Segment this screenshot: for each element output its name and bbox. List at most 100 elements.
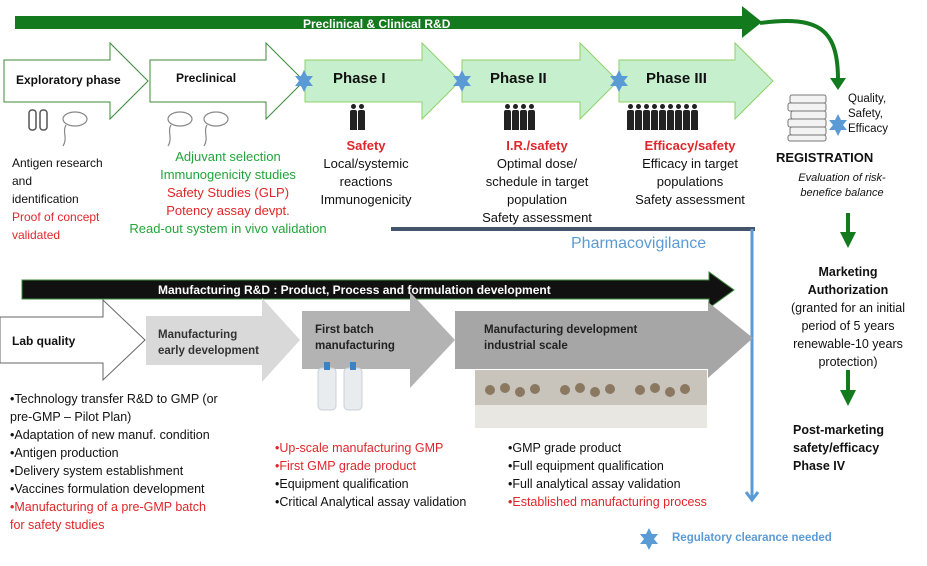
list-item: •GMP grade product [508, 441, 622, 455]
arrow-lab-quality [0, 298, 146, 382]
list-item: •Equipment qualification [275, 477, 409, 491]
person-icon [643, 104, 650, 130]
phase-label-phase-3: Phase III [646, 70, 707, 87]
mouse-icon [203, 111, 229, 147]
exploratory-line: Antigen research [12, 156, 103, 170]
list-item: pre-GMP – Pilot Plan) [10, 410, 132, 424]
phase-2-description: I.R./safety Optimal dose/ schedule in ta… [470, 137, 604, 227]
phase-3-line: Safety assessment [635, 192, 745, 207]
curve-arrow-to-registration [759, 18, 840, 81]
list-item: •Adaptation of new manuf. condition [10, 428, 210, 442]
phase-label-phase-2: Phase II [490, 70, 547, 87]
star-icon [295, 70, 313, 92]
legend-star-icon [640, 528, 658, 550]
person-icon [520, 104, 527, 130]
arrow-preclinical [149, 41, 305, 121]
arrow-manufacturing-early [146, 298, 300, 382]
registration-subtitle-line: benefice balance [800, 187, 884, 199]
person-icon [651, 104, 658, 130]
post-marketing-line: safety/efficacy [793, 441, 880, 455]
phase-2-line: schedule in target [485, 174, 589, 189]
star-icon [453, 70, 471, 92]
phase-1-line: reactions [339, 174, 393, 189]
phase-1-line: Local/systemic [323, 156, 409, 171]
people-icon-group-phase-1 [350, 104, 365, 130]
preclinical-clinical-banner-arrow [15, 6, 762, 38]
list-item: •Established manufacturing process [508, 495, 707, 509]
person-icon [683, 104, 690, 130]
down-arrow-to-post-marketing [840, 370, 856, 406]
post-marketing-line: Post-marketing [793, 423, 884, 437]
marketing-detail-line: period of 5 years [801, 319, 895, 333]
list-item: for safety studies [10, 518, 105, 532]
vials-image [317, 362, 363, 411]
preclinical-line: Read-out system in vivo validation [129, 221, 327, 236]
first-batch-list: •Up-scale manufacturing GMP •First GMP g… [275, 439, 466, 511]
phase-3-line: Efficacy in target [642, 156, 738, 171]
stage-label-line: industrial scale [484, 340, 568, 352]
person-icon [627, 104, 634, 130]
manufacturing-banner-arrow [21, 271, 735, 309]
pharmacovigilance-label: Pharmacovigilance [571, 235, 707, 252]
people-icon-group-phase-2 [504, 104, 535, 130]
post-marketing: Post-marketing safety/efficacy Phase IV [793, 421, 884, 475]
phase-1-description: Safety Local/systemic reactions Immunoge… [306, 137, 426, 209]
down-arrow-to-marketing [840, 213, 856, 248]
list-item: •Antigen production [10, 446, 119, 460]
arrow-phase-2 [461, 41, 619, 121]
marketing-detail-line: protection) [818, 355, 878, 369]
phase-label-exploratory: Exploratory phase [16, 73, 121, 87]
list-item: •Vaccines formulation development [10, 482, 205, 496]
lab-quality-list: •Technology transfer R&D to GMP (or pre-… [10, 390, 218, 534]
top-banner-label: Preclinical & Clinical R&D [303, 17, 451, 31]
phase-1-line: Immunogenicity [320, 192, 412, 207]
exploratory-description: Antigen research and identification Proo… [12, 154, 103, 244]
list-item: •Up-scale manufacturing GMP [275, 441, 444, 455]
preclinical-line: Adjuvant selection [175, 149, 281, 164]
phase-2-heading: I.R./safety [506, 138, 568, 153]
person-icon [350, 104, 357, 130]
exploratory-line: Proof of concept [12, 210, 100, 224]
preclinical-line: Safety Studies (GLP) [166, 185, 290, 200]
phase-3-description: Efficacy/safety Efficacy in target popul… [622, 137, 758, 209]
stage-label-manufacturing-early: Manufacturing early development [158, 327, 259, 359]
registration-subtitle-line: Evaluation of risk- [798, 172, 886, 184]
person-icon [659, 104, 666, 130]
stage-label-first-batch: First batch manufacturing [315, 322, 395, 354]
phase-2-line: Safety assessment [482, 210, 592, 225]
curve-arrow-head [830, 78, 846, 90]
mouse-icon [167, 111, 193, 147]
star-icon [829, 114, 847, 136]
pharmacovigilance-arrowhead [744, 491, 760, 503]
criterion: Quality, [848, 93, 887, 105]
stage-label-line: Manufacturing development [484, 324, 638, 336]
phase-3-line: populations [656, 174, 724, 189]
list-item: •Delivery system establishment [10, 464, 184, 478]
phase-label-phase-1: Phase I [333, 70, 386, 87]
list-item: •Full equipment qualification [508, 459, 664, 473]
marketing-title-line: Marketing [818, 265, 878, 279]
stage-label-lab-quality: Lab quality [12, 333, 75, 349]
test-tubes-icon [28, 109, 48, 131]
exploratory-line: identification [12, 192, 79, 206]
person-icon [504, 104, 511, 130]
arrow-exploratory [3, 41, 149, 121]
list-item: •Full analytical assay validation [508, 477, 681, 491]
industrial-vials-image [475, 370, 707, 428]
arrow-first-batch [302, 292, 455, 388]
phase-2-line: Optimal dose/ [496, 156, 578, 171]
stage-label-line: Lab quality [12, 334, 76, 348]
marketing-detail-line: renewable-10 years [793, 337, 903, 351]
criterion: Safety, [848, 108, 883, 120]
person-icon [667, 104, 674, 130]
list-item: •First GMP grade product [275, 459, 417, 473]
phase-label-preclinical: Preclinical [176, 71, 237, 85]
stage-label-line: First batch [315, 324, 374, 336]
people-icon-group-phase-3 [627, 104, 698, 130]
exploratory-line: and [12, 174, 33, 188]
person-icon [675, 104, 682, 130]
star-icon [610, 70, 628, 92]
list-item: •Manufacturing of a pre-GMP batch [10, 500, 206, 514]
stage-label-line: early development [158, 345, 259, 357]
